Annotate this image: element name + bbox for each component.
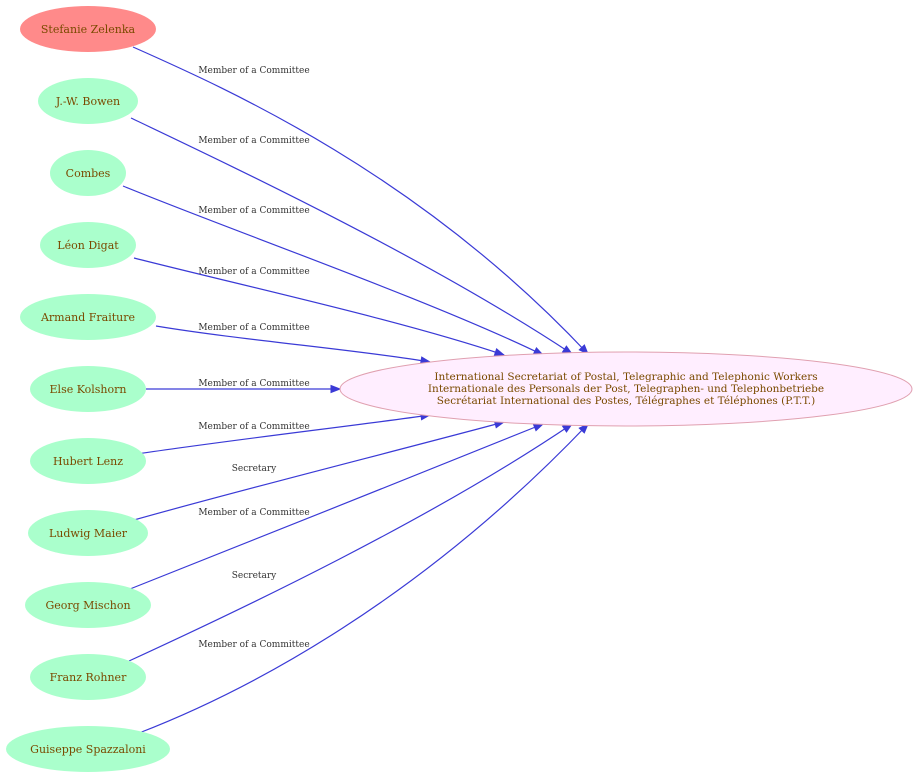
person-node-shape[interactable] [6, 726, 170, 772]
edge-label-guiseppe-spazzaloni: Member of a Committee [198, 640, 309, 650]
organization-node[interactable]: International Secretariat of Postal, Tel… [339, 351, 913, 427]
person-node-shape[interactable] [30, 438, 146, 484]
person-node-hubert-lenz[interactable]: Hubert Lenz [30, 438, 146, 484]
person-name: Armand Fraiture [40, 311, 135, 324]
person-node-shape[interactable] [20, 294, 156, 340]
person-node-shape[interactable] [30, 366, 146, 412]
person-node-shape[interactable] [40, 222, 136, 268]
person-node-georg-mischon[interactable]: Georg Mischon [25, 582, 151, 628]
edge-combes [122, 185, 544, 356]
arrowhead-else-kolshorn [330, 384, 342, 394]
edge-armand-fraiture [155, 325, 431, 363]
person-node-shape[interactable] [28, 510, 148, 556]
edge-leon-digat [133, 257, 505, 356]
organization-node-shape[interactable] [339, 351, 913, 427]
edge-guiseppe-spazzaloni [138, 423, 589, 734]
person-node-shape[interactable] [25, 582, 151, 628]
edge-franz-rohner [128, 423, 573, 662]
edge-label-j-w-bowen: Member of a Committee [198, 136, 309, 146]
edge-label-armand-fraiture: Member of a Committee [198, 323, 309, 333]
edge-hubert-lenz [136, 414, 431, 455]
edges-layer [122, 46, 589, 734]
edge-j-w-bowen [130, 117, 573, 355]
edge-label-ludwig-maier: Secretary [232, 464, 277, 474]
person-node-shape[interactable] [20, 6, 156, 52]
edge-ludwig-maier [133, 421, 505, 521]
organization-name-line-2: Internationale des Personals der Post, T… [428, 383, 824, 395]
person-name: Else Kolshorn [50, 383, 127, 396]
edge-georg-mischon [129, 423, 544, 590]
person-name: J.-W. Bowen [55, 95, 120, 108]
edge-label-leon-digat: Member of a Committee [198, 267, 309, 277]
edge-label-stefanie-zelenka: Member of a Committee [198, 66, 309, 76]
person-name: Stefanie Zelenka [41, 23, 136, 36]
person-name: Georg Mischon [45, 599, 130, 612]
person-node-j-w-bowen[interactable]: J.-W. Bowen [38, 78, 138, 124]
organization-name-line-3: Secrétariat International des Postes, Té… [437, 395, 815, 407]
person-node-armand-fraiture[interactable]: Armand Fraiture [20, 294, 156, 340]
arrowhead-georg-mischon [532, 423, 545, 432]
person-node-ludwig-maier[interactable]: Ludwig Maier [28, 510, 148, 556]
person-name: Franz Rohner [50, 671, 127, 684]
edge-label-franz-rohner: Secretary [232, 571, 277, 581]
person-node-franz-rohner[interactable]: Franz Rohner [30, 654, 146, 700]
edge-label-combes: Member of a Committee [198, 206, 309, 216]
person-node-shape[interactable] [38, 78, 138, 124]
person-name: Léon Digat [57, 239, 119, 252]
edge-label-else-kolshorn: Member of a Committee [198, 379, 309, 389]
edge-stefanie-zelenka [132, 46, 589, 355]
edge-label-hubert-lenz: Member of a Committee [198, 422, 309, 432]
person-name: Guiseppe Spazzaloni [30, 743, 146, 756]
organization-name-line-1: International Secretariat of Postal, Tel… [434, 371, 817, 383]
person-node-leon-digat[interactable]: Léon Digat [40, 222, 136, 268]
person-node-combes[interactable]: Combes [50, 150, 126, 196]
person-name: Combes [66, 167, 111, 180]
person-name: Hubert Lenz [53, 455, 123, 468]
person-node-stefanie-zelenka[interactable]: Stefanie Zelenka [20, 6, 156, 52]
person-node-shape[interactable] [30, 654, 146, 700]
edge-label-georg-mischon: Member of a Committee [198, 508, 309, 518]
person-node-else-kolshorn[interactable]: Else Kolshorn [30, 366, 146, 412]
person-node-guiseppe-spazzaloni[interactable]: Guiseppe Spazzaloni [6, 726, 170, 772]
arrowhead-leon-digat [493, 347, 506, 356]
person-node-shape[interactable] [50, 150, 126, 196]
person-name: Ludwig Maier [49, 527, 128, 540]
